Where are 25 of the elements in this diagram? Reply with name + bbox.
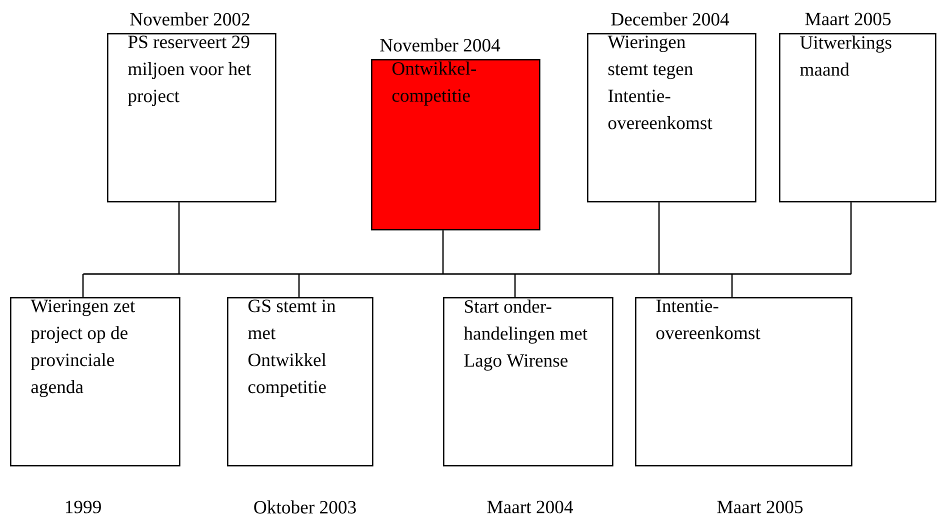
date-label: 1999 [66,500,101,514]
event-box: Ontwikkel-competitie [371,59,540,230]
date-label: December 2004 [611,12,730,26]
date-label: Maart 2005 [805,12,891,26]
event-box: Intentie-overeenkomst [635,297,852,466]
event-box: PS reserveert 29 miljoen voor het project [107,33,276,202]
timeline-line [83,273,852,275]
date-label: November 2002 [130,12,250,26]
connector-line [442,230,444,274]
date-label: November 2004 [380,38,500,52]
event-box: Wieringen zet project op de provinciale agenda [10,297,180,466]
event-box: Wieringen stemt tegen Intentie-overeenkomst [587,33,756,202]
connector-line [850,202,852,274]
date-label: Maart 2005 [717,500,803,514]
connector-line [82,274,84,297]
connector-line [298,274,300,297]
event-box: Start onder-handelingen met Lago Wirense [443,297,614,466]
connector-line [514,274,516,297]
date-label: Oktober 2003 [254,500,356,514]
event-box: GS stemt in met Ontwikkel competitie [227,297,374,466]
connector-line [731,274,733,297]
connector-line [178,202,180,274]
connector-line [658,202,660,274]
date-label: Maart 2004 [487,500,574,514]
event-box: Uitwerkings maand [779,33,936,202]
